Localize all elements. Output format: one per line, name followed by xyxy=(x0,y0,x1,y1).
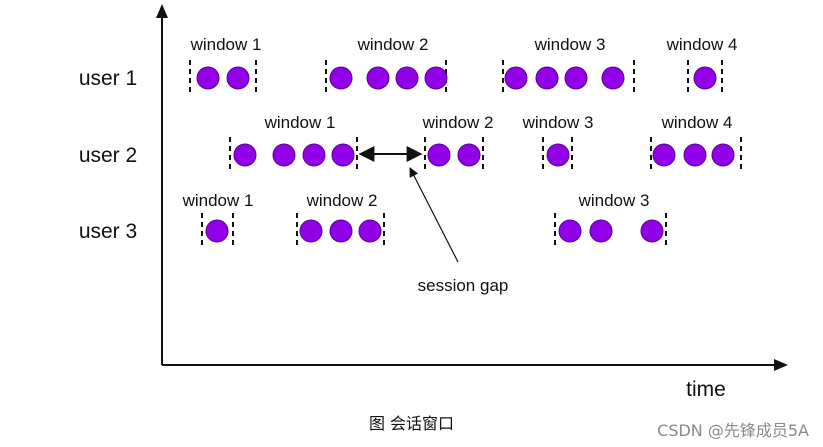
event-dot xyxy=(558,219,582,243)
event-dot xyxy=(427,143,451,167)
y-axis-arrow-icon xyxy=(156,4,168,18)
user-2-window-3-label: window 3 xyxy=(522,113,594,132)
event-dot xyxy=(589,219,613,243)
user-2-window-4-label: window 4 xyxy=(661,113,733,132)
event-dot xyxy=(652,143,676,167)
user-1-window-4-group xyxy=(687,60,723,96)
user-2-label: user 2 xyxy=(79,144,137,167)
event-dot xyxy=(226,66,250,90)
user-3-window-3-group xyxy=(554,213,667,249)
event-dot xyxy=(205,219,229,243)
event-dot xyxy=(329,219,353,243)
event-dot xyxy=(233,143,257,167)
windows-layer xyxy=(189,60,742,249)
user-1-label: user 1 xyxy=(79,67,137,90)
user-1-window-4-label: window 4 xyxy=(666,35,738,54)
user-2-window-4-group xyxy=(650,137,742,173)
event-dot xyxy=(504,66,528,90)
session-gap-label: session gap xyxy=(418,276,509,295)
event-dot xyxy=(546,143,570,167)
user-3-label: user 3 xyxy=(79,220,137,243)
figure-caption: 图 会话窗口 xyxy=(368,414,455,433)
user-1-window-2-group xyxy=(325,60,448,96)
event-dot xyxy=(601,66,625,90)
user-2-window-2-group xyxy=(424,137,484,173)
user-1-window-3-group xyxy=(502,60,635,96)
event-dot xyxy=(457,143,481,167)
user-1-window-1-group xyxy=(189,60,257,96)
event-dot xyxy=(272,143,296,167)
user-2-window-1-label: window 1 xyxy=(264,113,336,132)
watermark: CSDN @先锋成员5A xyxy=(657,421,809,440)
event-dot xyxy=(683,143,707,167)
event-dot xyxy=(535,66,559,90)
event-dot xyxy=(358,219,382,243)
event-dot xyxy=(299,219,323,243)
user-3-window-1-label: window 1 xyxy=(182,191,254,210)
event-dot xyxy=(564,66,588,90)
event-dot xyxy=(693,66,717,90)
session-gap-pointer-line xyxy=(409,167,459,263)
event-dot xyxy=(329,66,353,90)
x-axis-arrow-icon xyxy=(774,359,788,371)
event-dot xyxy=(366,66,390,90)
user-1-window-1-label: window 1 xyxy=(190,35,262,54)
user-3-window-1-group xyxy=(201,213,234,249)
user-1-window-2-label: window 2 xyxy=(357,35,429,54)
event-dot xyxy=(331,143,355,167)
event-dot xyxy=(424,66,448,90)
event-dot xyxy=(640,219,664,243)
user-2-window-2-label: window 2 xyxy=(422,113,494,132)
user-3-window-3-label: window 3 xyxy=(578,191,650,210)
user-2-window-3-group xyxy=(542,137,573,173)
user-3-window-2-group xyxy=(296,213,385,249)
event-dot xyxy=(711,143,735,167)
user-1-window-3-label: window 3 xyxy=(534,35,606,54)
time-axis-label: time xyxy=(686,378,726,401)
event-dot xyxy=(302,143,326,167)
user-3-window-2-label: window 2 xyxy=(306,191,378,210)
event-dot xyxy=(196,66,220,90)
event-dot xyxy=(395,66,419,90)
user-2-window-1-group xyxy=(229,137,358,173)
